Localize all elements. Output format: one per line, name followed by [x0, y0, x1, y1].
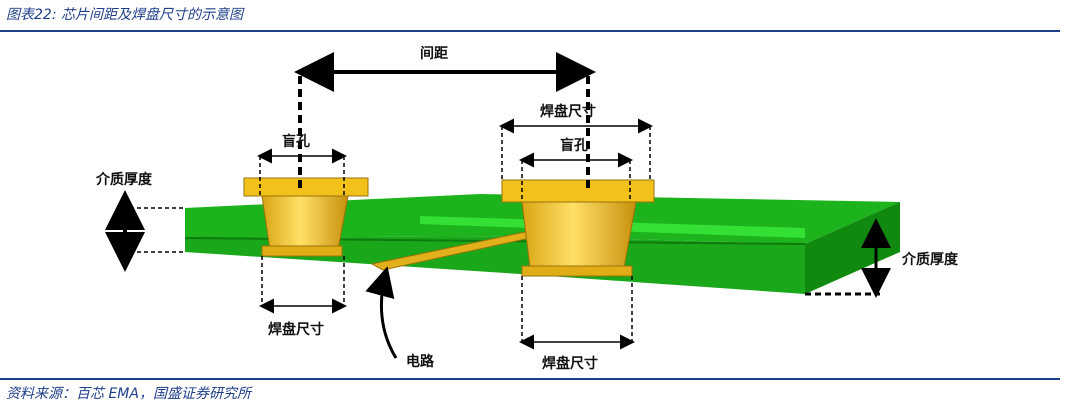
left-pad-top: [243, 177, 369, 197]
pad-size-bottom-left-dimension: 焊盘尺寸: [259, 256, 347, 338]
right-pad-bottom: [521, 265, 633, 277]
blind-hole-right-dimension: 盲孔: [519, 137, 633, 202]
right-via-pad: [501, 179, 655, 277]
label-pad-size-left: 焊盘尺寸: [268, 321, 324, 338]
title-rule: [0, 30, 1060, 32]
left-pad-bottom: [261, 245, 343, 257]
source-note: 资料来源：百芯 EMA，国盛证券研究所: [6, 386, 251, 402]
left-via-body: [261, 195, 349, 251]
pcb-diagram: 间距 焊盘尺寸 盲孔 盲孔 介质厚度 介质厚度 焊盘尺寸: [95, 45, 959, 372]
pad-size-top-dimension: 焊盘尺寸: [499, 103, 653, 182]
dielectric-thickness-right: 介质厚度: [805, 218, 959, 298]
figure-title: 图表22: 芯片间距及焊盘尺寸的示意图: [6, 7, 243, 23]
label-circuit: 电路: [406, 353, 435, 370]
label-blind-hole-left: 盲孔: [282, 133, 310, 150]
dielectric-thickness-left: 介质厚度: [95, 171, 185, 272]
left-via-pad: [243, 177, 369, 257]
right-via-body: [521, 201, 637, 269]
blind-hole-left-dimension: 盲孔: [257, 133, 347, 196]
label-pad-size-top: 焊盘尺寸: [540, 103, 596, 120]
label-dielectric-left: 介质厚度: [95, 171, 153, 188]
label-spacing: 间距: [420, 45, 448, 62]
label-dielectric-right: 介质厚度: [901, 251, 959, 268]
right-pad-top: [501, 179, 655, 203]
source-rule: [0, 378, 1060, 380]
label-blind-hole-right: 盲孔: [560, 137, 588, 154]
pad-size-bottom-right-dimension: 焊盘尺寸: [519, 276, 635, 372]
spacing-dimension: 间距: [294, 45, 596, 192]
circuit-callout: 电路: [365, 266, 435, 370]
label-pad-size-right: 焊盘尺寸: [542, 355, 598, 372]
